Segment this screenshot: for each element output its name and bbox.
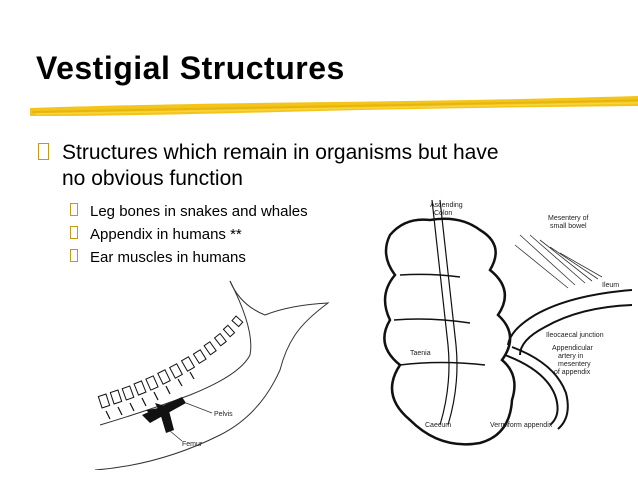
mesentery-label-2: small bowel <box>550 223 587 230</box>
ileum <box>507 289 632 346</box>
appendicular-label-1: Appendicular <box>552 345 594 352</box>
ileocaecal-label: Ileocaecal junction <box>546 332 604 339</box>
pelvis-label: Pelvis <box>214 411 233 418</box>
bullet-box-icon <box>38 143 49 160</box>
appendicular-label-4: of appendix <box>554 369 591 376</box>
pelvis-femur-bones <box>142 397 186 433</box>
whale-tail-outline <box>94 280 330 470</box>
vermiform-label: Vermiform appendix <box>490 422 553 429</box>
ascending-colon-label-1: Ascending <box>430 202 463 209</box>
ascending-colon-label-2: Colon <box>434 210 452 217</box>
main-bullet-line-2: no obvious function <box>62 167 243 190</box>
vertebrae <box>97 315 244 409</box>
mesentery-hatching <box>514 234 603 289</box>
main-bullet-line-1: Structures which remain in organisms but… <box>62 141 499 164</box>
sub-bullet-text: Appendix in humans ** <box>90 226 242 243</box>
mesentery-label-1: Mesentery of <box>548 215 589 222</box>
taenia-label: Taenia <box>410 350 431 357</box>
bullet-box-icon <box>70 226 78 239</box>
colon-outline <box>383 217 516 446</box>
vermiform-appendix <box>504 354 559 426</box>
bullet-box-icon <box>70 203 78 216</box>
femur-label: Femur <box>182 441 203 448</box>
ileum-label: Ileum <box>602 282 619 289</box>
taenia-band <box>431 199 450 426</box>
caecum-label: Caecum <box>425 422 451 429</box>
sub-bullet: Ear muscles in humans <box>70 246 308 269</box>
bullet-box-icon <box>70 249 78 262</box>
appendicular-label-3: mesentery <box>558 361 591 368</box>
sub-bullet: Appendix in humans ** <box>70 223 308 246</box>
title-underline-brushstroke <box>30 96 638 116</box>
whale-body-outline <box>99 280 252 426</box>
main-bullet-list: Structures which remain in organisms but… <box>38 140 598 192</box>
appendicular-label-2: artery in <box>558 353 583 360</box>
main-bullet: Structures which remain in organisms but… <box>38 140 598 192</box>
appendix-anatomy-figure: Ascending Colon Mesentery of small bowel… <box>383 199 632 446</box>
whale-skeleton-figure: Pelvis Femur <box>94 280 330 470</box>
sub-bullet-text: Leg bones in snakes and whales <box>90 203 308 220</box>
slide-title: Vestigial Structures <box>36 50 345 86</box>
sub-bullet: Leg bones in snakes and whales <box>70 200 308 223</box>
sub-bullet-text: Ear muscles in humans <box>90 249 246 266</box>
sub-bullet-list: Leg bones in snakes and whales Appendix … <box>70 200 308 269</box>
